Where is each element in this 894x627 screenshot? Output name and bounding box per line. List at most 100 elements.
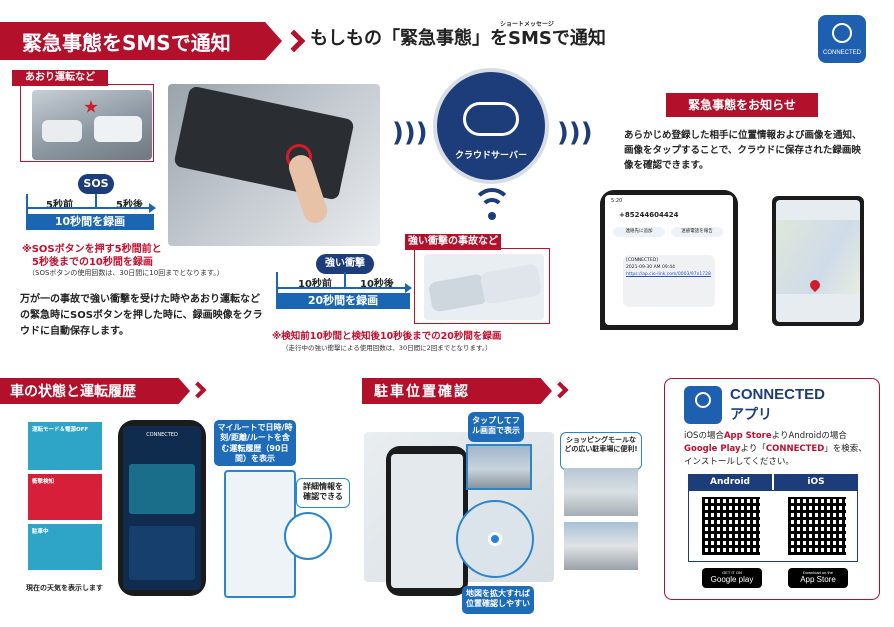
app-description: iOSの場合App StoreよりAndroidの場合 Google Playよ… [684, 430, 874, 468]
app-desc-text: よりAndroidの場合 [771, 431, 847, 441]
app-desc-text: より「 [740, 443, 766, 454]
sos-description: 万が一の事故で強い衝撃を受けた時やあおり運転などの緊急時にSOSボタンを押した時… [20, 294, 263, 337]
parking-banner-title: 駐車位置確認 [374, 384, 470, 400]
subtitle-sms: SMS [508, 28, 552, 49]
map-phone [772, 196, 864, 326]
impact-arrow [276, 283, 412, 293]
sos-note-2: 5秒後までの10秒間を録画 [32, 257, 153, 268]
sos-note-1: ※SOSボタンを押す5秒間前と [22, 244, 162, 255]
impact-note-1: ※検知前10秒間と検知後10秒後までの20秒間を録画 [272, 331, 502, 342]
subtitle-prefix: もしもの「緊急事態」を [310, 28, 508, 49]
impact-pill: 強い衝撃 [316, 254, 374, 274]
chevron-right-icon [282, 29, 306, 53]
sms-screen: 5:20 +85244604424 連絡先に追加 迷惑電話を報告 [CONNEC… [605, 195, 733, 325]
sms-msg: 2021-09-30 AM 09:44 [626, 264, 675, 270]
app-desc-text: 」を検索、 [824, 443, 867, 454]
app-title-2: アプリ [730, 407, 772, 423]
sms-phone: 5:20 +85244604424 連絡先に追加 迷惑電話を報告 [CONNEC… [600, 190, 738, 330]
app-desc-googleplay: Google Play [684, 443, 741, 454]
status-label-off: 運転モード＆電源OFF [32, 427, 89, 433]
sos-note-3: （SOSボタンの使用回数は、30日間に10回までとなります。） [28, 269, 224, 277]
parking-banner: 駐車位置確認 [362, 378, 552, 404]
dashcam-photo [168, 84, 380, 246]
detail-callout: 詳細情報を確認できる [296, 478, 350, 508]
vehicle-banner-title: 車の状態と運転履歴 [10, 384, 136, 400]
tap-callout: タップしてフル画面で表示 [468, 412, 524, 442]
app-panel [664, 378, 880, 600]
notify-title: 緊急事態をお知らせ [666, 93, 818, 117]
top-banner: 緊急事態をSMSで通知 [0, 22, 282, 60]
connected-logo-label: CONNECTED [822, 50, 861, 56]
vehicle-phone: CONNECTED [118, 420, 206, 596]
top-banner-title: 緊急事態をSMSで通知 [22, 30, 231, 55]
google-play-small: GET IT ON [722, 570, 742, 575]
sos-before: 5秒前 [46, 200, 73, 211]
status-label-impact: 衝撃検知 [32, 479, 55, 485]
parking-phone [386, 446, 468, 596]
app-desc-appstore: App Store [723, 431, 772, 441]
accident-photo [424, 254, 544, 320]
accident-photo-frame [414, 248, 550, 324]
chevron-right-icon [189, 381, 207, 399]
wifi-icon [470, 188, 514, 228]
mall-photo-1 [564, 468, 638, 516]
parking-photo-main [466, 444, 532, 490]
sos-pill: SOS [78, 174, 114, 194]
signal-waves-icon: ))) [557, 118, 593, 148]
sms-number: +85244604424 [619, 211, 679, 219]
sms-add-contact-button[interactable]: 連絡先に追加 [613, 227, 665, 237]
chevron-right-icon [551, 381, 569, 399]
sos-arrow [26, 203, 156, 213]
notify-body: あらかじめ登録した相手に位置情報および画像を通知、画像をタップすることで、クラウ… [624, 130, 862, 172]
ios-qr-code[interactable] [788, 497, 846, 555]
impact-before: 10秒前 [298, 279, 332, 290]
sos-tick-mid [95, 194, 97, 208]
status-label-parked: 駐車中 [32, 529, 49, 535]
ios-header: iOS [774, 474, 858, 490]
mall-callout: ショッピングモールなどの広い駐車場に便利! [560, 432, 642, 470]
status-card-impact: 衝撃検知 [28, 474, 102, 520]
app-logo-icon [695, 392, 711, 408]
sms-report-button[interactable]: 迷惑電話を報告 [671, 227, 723, 237]
sos-tick-start [26, 194, 28, 224]
parking-zoom [456, 500, 534, 578]
cloud-icon [463, 102, 519, 136]
notify-title-text: 緊急事態をお知らせ [688, 98, 796, 112]
sos-bar: 10秒間を録画 [26, 214, 154, 230]
google-play-button[interactable]: GET IT ON Google play [702, 568, 762, 588]
location-dot-icon [488, 532, 502, 546]
sms-sender: [CONNECTED] [626, 258, 658, 263]
sms-link[interactable]: https://ap.cio-link.com/0003/97n1728 [626, 271, 711, 277]
app-title-1: CONNECTED [730, 386, 826, 403]
sms-bubble: [CONNECTED] 2021-09-30 AM 09:44 https://… [623, 255, 715, 307]
subtitle-suffix: で通知 [551, 28, 606, 49]
accident-label: 強い衝撃の事故など [405, 234, 501, 250]
qr-frame [688, 490, 858, 562]
impact-bar: 20秒間を録画 [276, 293, 410, 309]
aori-photo [32, 90, 152, 160]
sms-time: 5:20 [611, 198, 623, 204]
app-logo [684, 386, 722, 424]
app-desc-connected: CONNECTED [765, 443, 825, 454]
vehicle-screen: CONNECTED [123, 426, 201, 590]
status-card-parked: 駐車中 [28, 524, 102, 570]
signal-waves-icon: ))) [392, 118, 428, 148]
android-qr-code[interactable] [702, 497, 760, 555]
impact-note-2: （走行中の強い衝撃による使用回数は、30日間に2回までとなります。） [282, 344, 492, 352]
vehicle-banner: 車の状態と運転履歴 [0, 378, 190, 404]
app-store-label: App Store [800, 575, 836, 584]
vehicle-app-title: CONNECTED [146, 432, 178, 438]
app-store-button[interactable]: Download on the App Store [788, 568, 848, 588]
detail-zoom [284, 512, 332, 560]
vehicle-status-panel: 運転モード＆電源OFF 衝撃検知 駐車中 [28, 422, 102, 576]
status-card-off: 運転モード＆電源OFF [28, 422, 102, 470]
google-play-label: Google play [710, 575, 754, 584]
connected-logo-icon [832, 23, 852, 43]
connected-logo: CONNECTED [818, 15, 866, 63]
parking-screen [391, 454, 463, 588]
sos-after: 5秒後 [116, 200, 143, 211]
aori-label: あおり運転など [12, 70, 108, 86]
map-screen [776, 200, 860, 322]
aori-photo-frame [20, 84, 154, 162]
